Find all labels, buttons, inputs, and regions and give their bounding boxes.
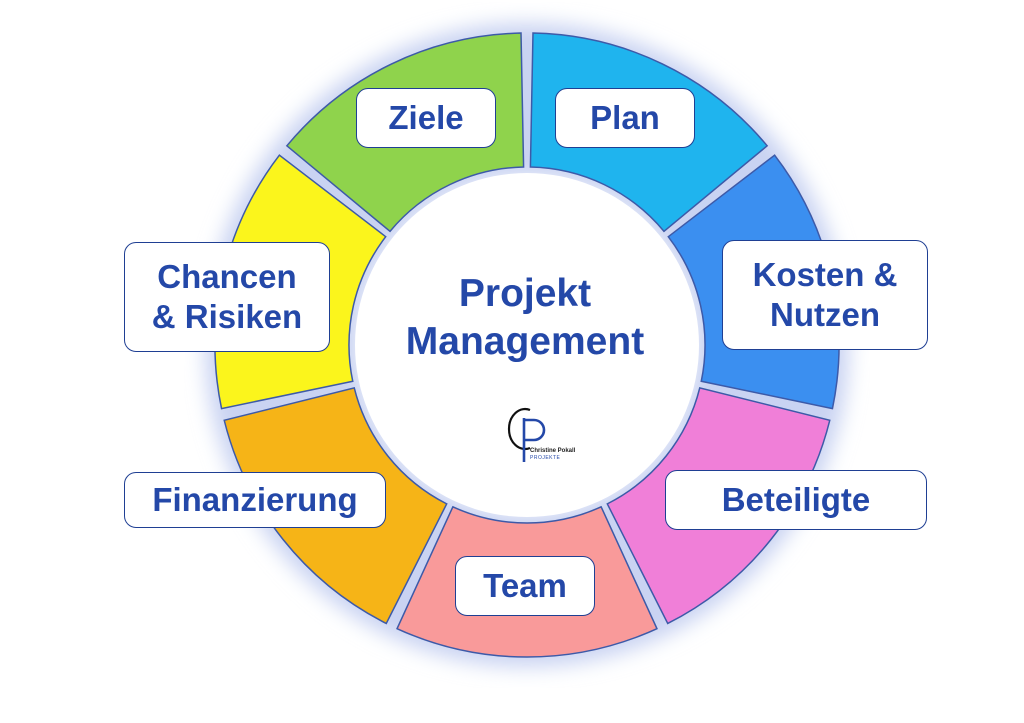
label-ziele: Ziele [356, 88, 496, 148]
logo-p-bowl [524, 418, 546, 442]
logo-subtitle: PROJEKTE [530, 455, 561, 461]
logo-mark [507, 407, 546, 462]
logo-c-shape [507, 407, 531, 451]
label-plan: Plan [555, 88, 695, 148]
label-kosten-nutzen: Kosten & Nutzen [722, 240, 928, 350]
center-disc [355, 173, 699, 517]
label-finanzierung: Finanzierung [124, 472, 386, 528]
logo-name: Christine Pokall [530, 448, 576, 454]
label-chancen-risiken: Chancen & Risiken [124, 242, 330, 352]
label-team: Team [455, 556, 595, 616]
center-title: Projekt Management [405, 272, 645, 363]
label-beteiligte: Beteiligte [665, 470, 927, 530]
